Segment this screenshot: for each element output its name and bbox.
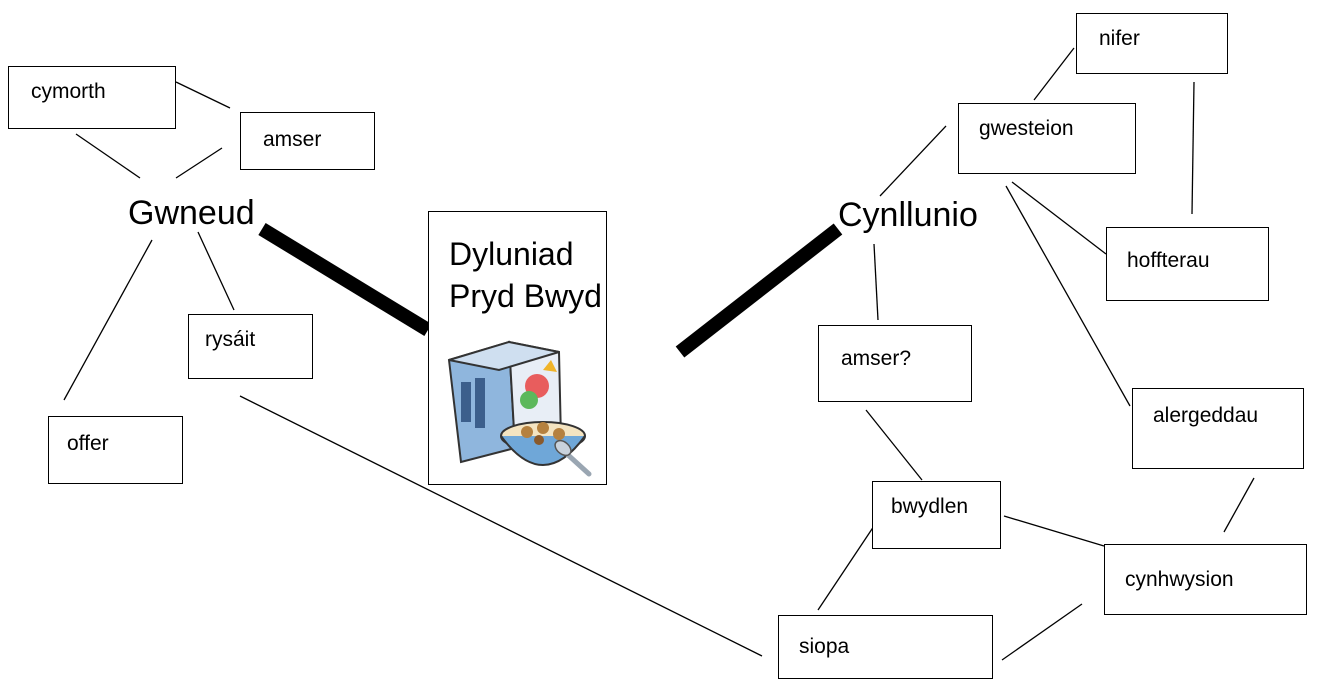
hub-gwneud: Gwneud bbox=[128, 194, 255, 232]
line-gwesteion-nifer bbox=[1033, 47, 1075, 101]
node-alergeddau: alergeddau bbox=[1132, 388, 1304, 469]
connector-gwneud-center bbox=[258, 223, 432, 336]
node-gwesteion: gwesteion bbox=[958, 103, 1136, 174]
node-hoffterau: hoffterau bbox=[1106, 227, 1269, 301]
center-title: Dyluniad Pryd Bwyd bbox=[449, 236, 602, 314]
cereal-box-and-bowl-icon bbox=[447, 340, 592, 477]
node-cynhwysion: cynhwysion bbox=[1104, 544, 1307, 615]
line-gwesteion-alergeddau bbox=[1005, 185, 1131, 407]
connector-center-cynllunio bbox=[675, 223, 843, 358]
node-siopa: siopa bbox=[778, 615, 993, 679]
line-bwydlen-siopa bbox=[817, 525, 875, 611]
line-gwneud-amser bbox=[175, 147, 223, 179]
line-rysait-siopa bbox=[239, 395, 763, 657]
line-siopa-cynhwysion bbox=[1001, 603, 1083, 661]
line-nifer-hoffterau bbox=[1191, 81, 1195, 215]
line-alergeddau-cynhwysion bbox=[1223, 477, 1255, 533]
line-cymorth-gwneud bbox=[75, 133, 141, 179]
line-gwneud-offer bbox=[63, 239, 153, 401]
line-cynllunio-amser bbox=[873, 243, 879, 321]
node-offer: offer bbox=[48, 416, 183, 484]
node-nifer: nifer bbox=[1076, 13, 1228, 74]
line-amser-bwydlen bbox=[865, 409, 923, 481]
line-gwneud-rysait bbox=[197, 231, 235, 311]
line-gwesteion-hoffterau bbox=[1011, 181, 1107, 255]
hub-cynllunio: Cynllunio bbox=[838, 196, 978, 234]
line-bwydlen-cynhwysion bbox=[1003, 515, 1105, 547]
line-cynllunio-gwesteion bbox=[879, 125, 947, 197]
line-cymorth-amser bbox=[175, 81, 231, 109]
center-box: Dyluniad Pryd Bwyd bbox=[428, 211, 607, 485]
node-bwydlen: bwydlen bbox=[872, 481, 1001, 549]
node-cymorth: cymorth bbox=[8, 66, 176, 129]
node-rysait: rysáit bbox=[188, 314, 313, 379]
node-amser-right: amser? bbox=[818, 325, 972, 402]
node-amser-left: amser bbox=[240, 112, 375, 170]
